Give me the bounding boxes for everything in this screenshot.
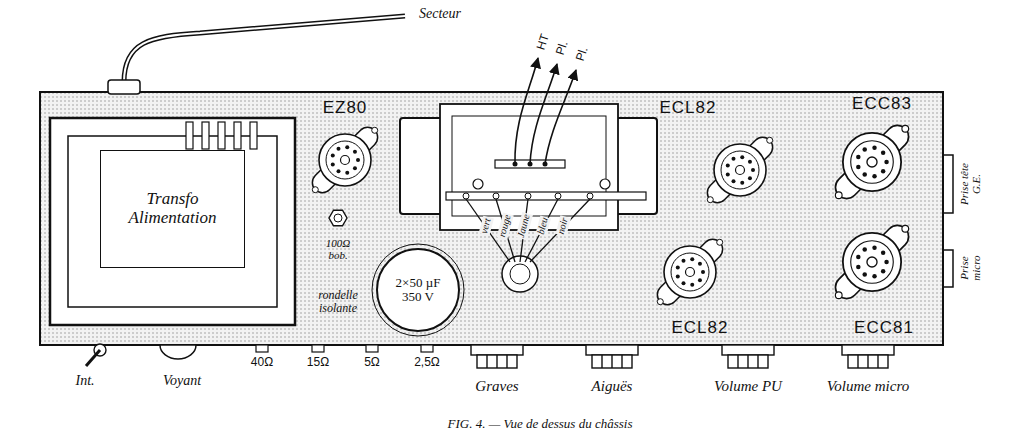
- figure-caption: FIG. 4. — Vue de dessus du châssis: [448, 417, 633, 431]
- tube-socket: [308, 123, 382, 197]
- resistor-nut: [329, 210, 347, 226]
- jack-label: Prise tête G.E.: [959, 160, 982, 208]
- jack-label: Prise micro: [959, 250, 982, 286]
- impedance-label: 2,5Ω: [414, 356, 440, 369]
- node-text: 2×50 µF 350 V: [387, 276, 449, 305]
- insulating-washer: [372, 244, 464, 336]
- control-label: Int.: [75, 374, 94, 389]
- potentiometers: [471, 345, 894, 368]
- control-label: Aiguës: [592, 379, 633, 395]
- tube-socket: [831, 121, 913, 203]
- cable-grommet: [108, 80, 140, 94]
- speaker-terminal: [366, 345, 378, 352]
- control-label: Volume micro: [827, 379, 909, 395]
- cable-label: Secteur: [419, 7, 461, 22]
- transformer-label-box: Transfo Alimentation: [100, 150, 245, 268]
- washer-label: rondelle isolante: [307, 289, 369, 314]
- control-label: Voyant: [163, 374, 201, 389]
- resistor-label: 100Ω bob.: [320, 238, 356, 261]
- tube-name: EZ80: [323, 99, 368, 117]
- impedance-label: 5Ω: [364, 356, 380, 369]
- speaker-terminal: [312, 345, 324, 352]
- switch-lever: [86, 350, 100, 366]
- tube-name: ECC81: [854, 319, 914, 337]
- lead-name: HT: [535, 32, 552, 51]
- tube-name: ECL82: [660, 99, 717, 117]
- impedance-label: 15Ω: [307, 356, 329, 369]
- tube-socket: [831, 221, 913, 303]
- lead-name: Pl.: [574, 45, 590, 62]
- jack-bracket: [943, 155, 953, 213]
- control-label: Volume PU: [714, 379, 782, 395]
- tube-name: ECC83: [852, 95, 912, 113]
- jack-bracket: [943, 250, 953, 287]
- mains-cable: [124, 16, 405, 82]
- chassis-plate: [40, 92, 943, 345]
- lead-arrow: [515, 58, 538, 164]
- impedance-label: 40Ω: [251, 356, 273, 369]
- lead-arrow: [530, 64, 557, 164]
- capacitor-can: 2×50 µF 350 V: [376, 248, 460, 332]
- secondary-wires: [466, 199, 590, 262]
- speaker-terminal: [256, 345, 268, 352]
- node-text: Transfo Alimentation: [113, 190, 233, 227]
- lead-name: Pl.: [554, 39, 570, 56]
- speaker-terminal: [421, 345, 433, 352]
- pilot-lamp: [160, 345, 196, 359]
- wire-grommet-hole: [510, 264, 530, 284]
- power-transformer: [50, 118, 295, 325]
- mains-cable-core: [124, 16, 405, 82]
- control-label: Graves: [475, 379, 518, 395]
- tube-socket: [653, 235, 727, 309]
- lead-arrow: [545, 70, 576, 164]
- tube-socket: [703, 133, 777, 207]
- tube-name: ECL82: [672, 319, 729, 337]
- output-transformer: [400, 104, 657, 230]
